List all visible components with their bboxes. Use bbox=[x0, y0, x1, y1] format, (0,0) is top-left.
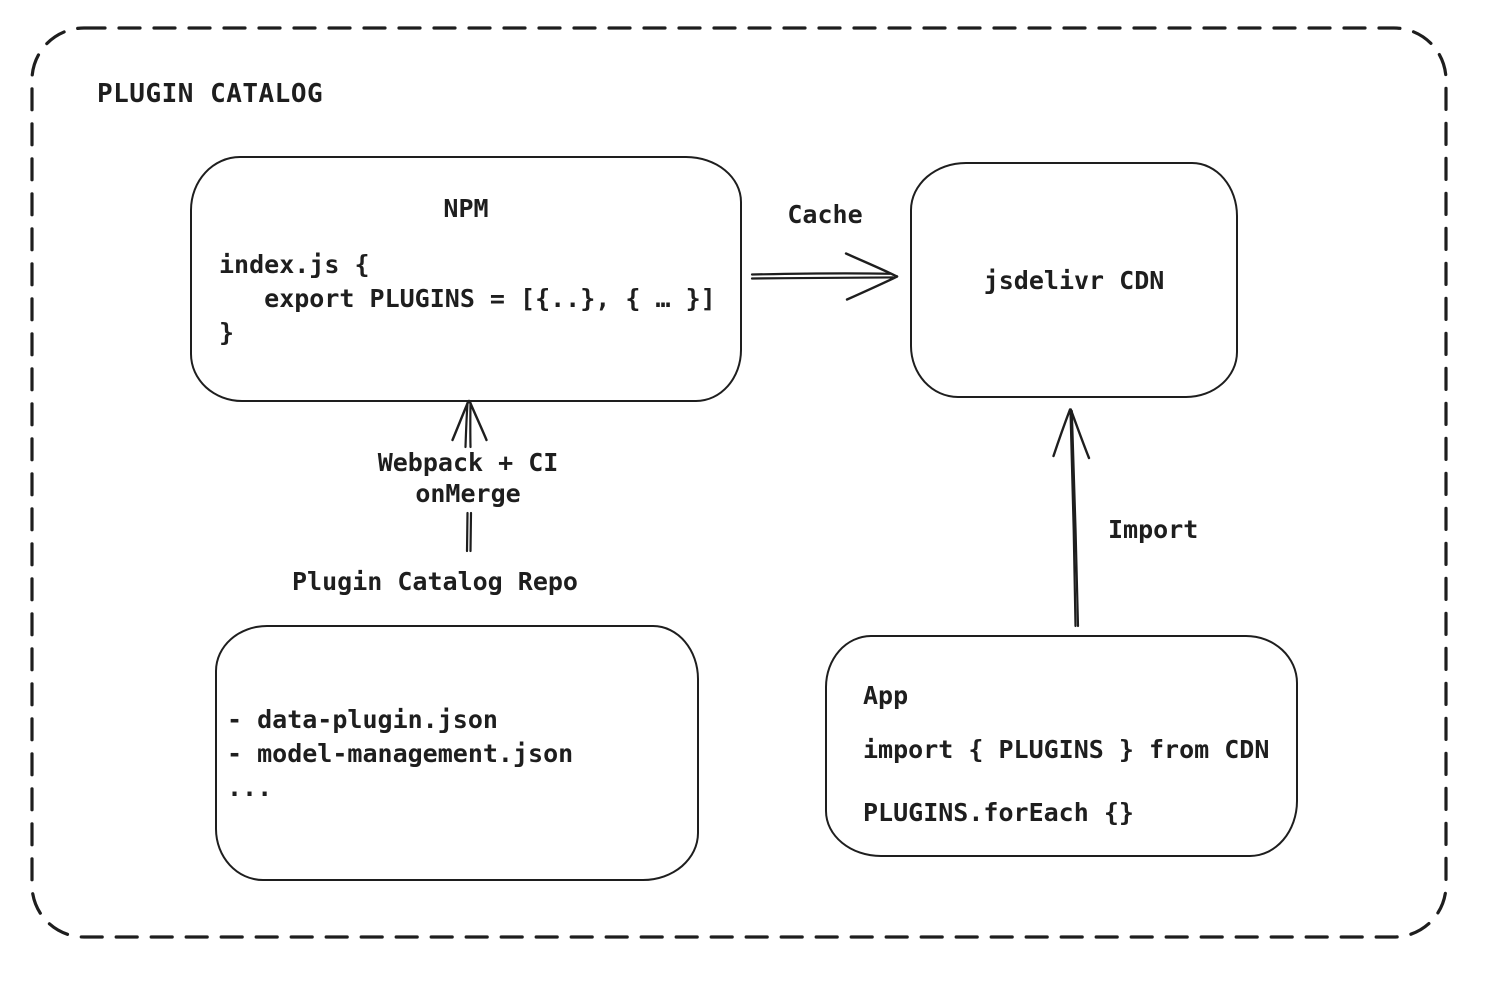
arrow-head bbox=[451, 399, 470, 442]
app-code-line: import { PLUGINS } from CDN bbox=[863, 735, 1270, 764]
app-node: App import { PLUGINS } from CDN PLUGINS.… bbox=[825, 635, 1298, 857]
arrow-shaft bbox=[1069, 409, 1077, 628]
app-node-title: App bbox=[863, 681, 909, 710]
diagram-title: PLUGIN CATALOG bbox=[97, 79, 324, 109]
cache-edge-label: Cache bbox=[787, 200, 863, 229]
npm-code-block: index.js { export PLUGINS = [{..}, { … }… bbox=[219, 248, 716, 350]
repo-file-item: ... bbox=[227, 773, 273, 802]
npm-node-title: NPM bbox=[443, 194, 489, 223]
cache-arrow bbox=[750, 252, 899, 301]
arrow-head bbox=[845, 275, 899, 301]
build-edge-label-line: onMerge bbox=[415, 479, 521, 508]
import-edge-label: Import bbox=[1108, 515, 1199, 544]
repo-node: - data-plugin.json - model-management.js… bbox=[215, 625, 699, 881]
app-code-line: PLUGINS.forEach {} bbox=[863, 798, 1134, 827]
repo-file-item: - data-plugin.json bbox=[227, 705, 498, 734]
build-edge-label: Webpack + CI onMerge bbox=[348, 447, 588, 509]
npm-code-line: } bbox=[219, 318, 235, 347]
arrow-head bbox=[1069, 408, 1091, 460]
arrow-head bbox=[1052, 408, 1072, 458]
build-edge-label-line: Webpack + CI bbox=[377, 448, 559, 477]
arrow-shaft bbox=[750, 272, 892, 276]
repo-file-item: - model-management.json bbox=[227, 739, 574, 768]
arrow-shaft bbox=[469, 511, 473, 553]
arrow-head bbox=[844, 252, 899, 278]
arrow-shaft bbox=[750, 276, 895, 280]
repo-file-list: - data-plugin.json - model-management.js… bbox=[227, 703, 573, 805]
npm-code-line: index.js { bbox=[219, 250, 370, 279]
cdn-node-label: jsdelivr CDN bbox=[983, 265, 1165, 295]
arrow-head bbox=[468, 399, 488, 442]
import-arrow bbox=[1052, 408, 1091, 628]
arrow-shaft bbox=[465, 511, 469, 553]
npm-code-line: export PLUGINS = [{..}, { … }] bbox=[219, 284, 716, 313]
cdn-node: jsdelivr CDN bbox=[910, 162, 1238, 398]
npm-node: NPM index.js { export PLUGINS = [{..}, {… bbox=[190, 156, 742, 402]
repo-node-heading: Plugin Catalog Repo bbox=[292, 567, 578, 596]
arrow-shaft bbox=[464, 401, 469, 449]
arrow-shaft bbox=[1070, 409, 1080, 628]
